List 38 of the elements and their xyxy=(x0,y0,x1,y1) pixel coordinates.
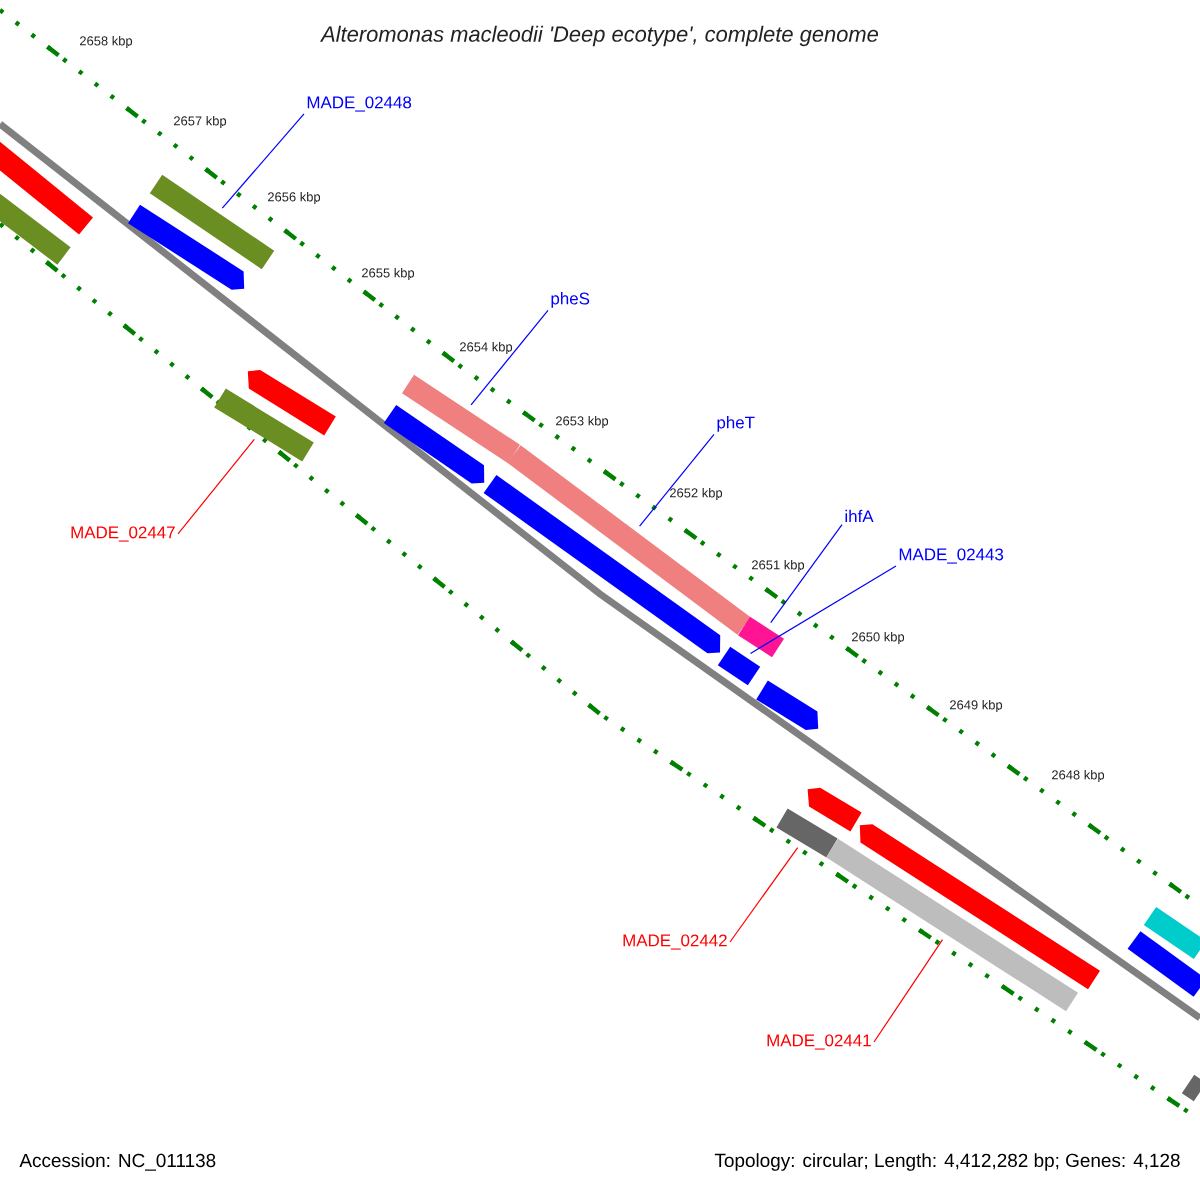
leader-line xyxy=(770,523,843,624)
gene-label: MADE_02442 xyxy=(623,934,727,950)
footer-text: Accession: NC_011138 xyxy=(19,1153,216,1171)
leader-line xyxy=(639,433,715,527)
gene-bar xyxy=(402,374,520,464)
gene-label: ihfA xyxy=(845,509,874,523)
gene-bar xyxy=(859,824,1100,990)
gene-bar xyxy=(807,787,862,832)
gene-bar xyxy=(1127,931,1200,997)
gene-bar xyxy=(826,838,1078,1012)
leader-line xyxy=(729,847,799,943)
leader-line xyxy=(221,113,305,209)
gene-label: MADE_02447 xyxy=(71,526,175,542)
gene-bar xyxy=(507,445,751,635)
gene-bar xyxy=(383,405,485,484)
gene-label: pheT xyxy=(717,416,755,432)
footer-text: Topology: circular; Length: 4,412,282 bp; Genes: 4,128 xyxy=(714,1153,1180,1171)
gene-bar xyxy=(483,475,721,654)
gene-bar xyxy=(247,370,336,436)
gene-bar xyxy=(738,616,784,658)
gene-label: pheS xyxy=(551,292,590,308)
gene-bar xyxy=(0,191,71,265)
gene-bar xyxy=(128,204,245,290)
gene-bar xyxy=(0,139,93,235)
leader-line xyxy=(749,565,897,654)
title: Alteromonas macleodii 'Deep ecotype', complete genome xyxy=(320,25,879,47)
leader-line xyxy=(470,309,549,406)
gene-label: MADE_02443 xyxy=(899,548,1004,564)
leader-line xyxy=(873,939,944,1043)
gene-bar xyxy=(776,808,838,858)
gene-bar xyxy=(1143,907,1200,959)
gene-bar xyxy=(756,680,819,730)
gene-bar xyxy=(717,646,761,686)
gene-bar xyxy=(1181,1074,1200,1102)
gene-label: MADE_02448 xyxy=(307,96,412,112)
gene-label: MADE_02441 xyxy=(767,1034,871,1050)
leader-line xyxy=(177,438,255,535)
gene-bar xyxy=(214,388,314,462)
